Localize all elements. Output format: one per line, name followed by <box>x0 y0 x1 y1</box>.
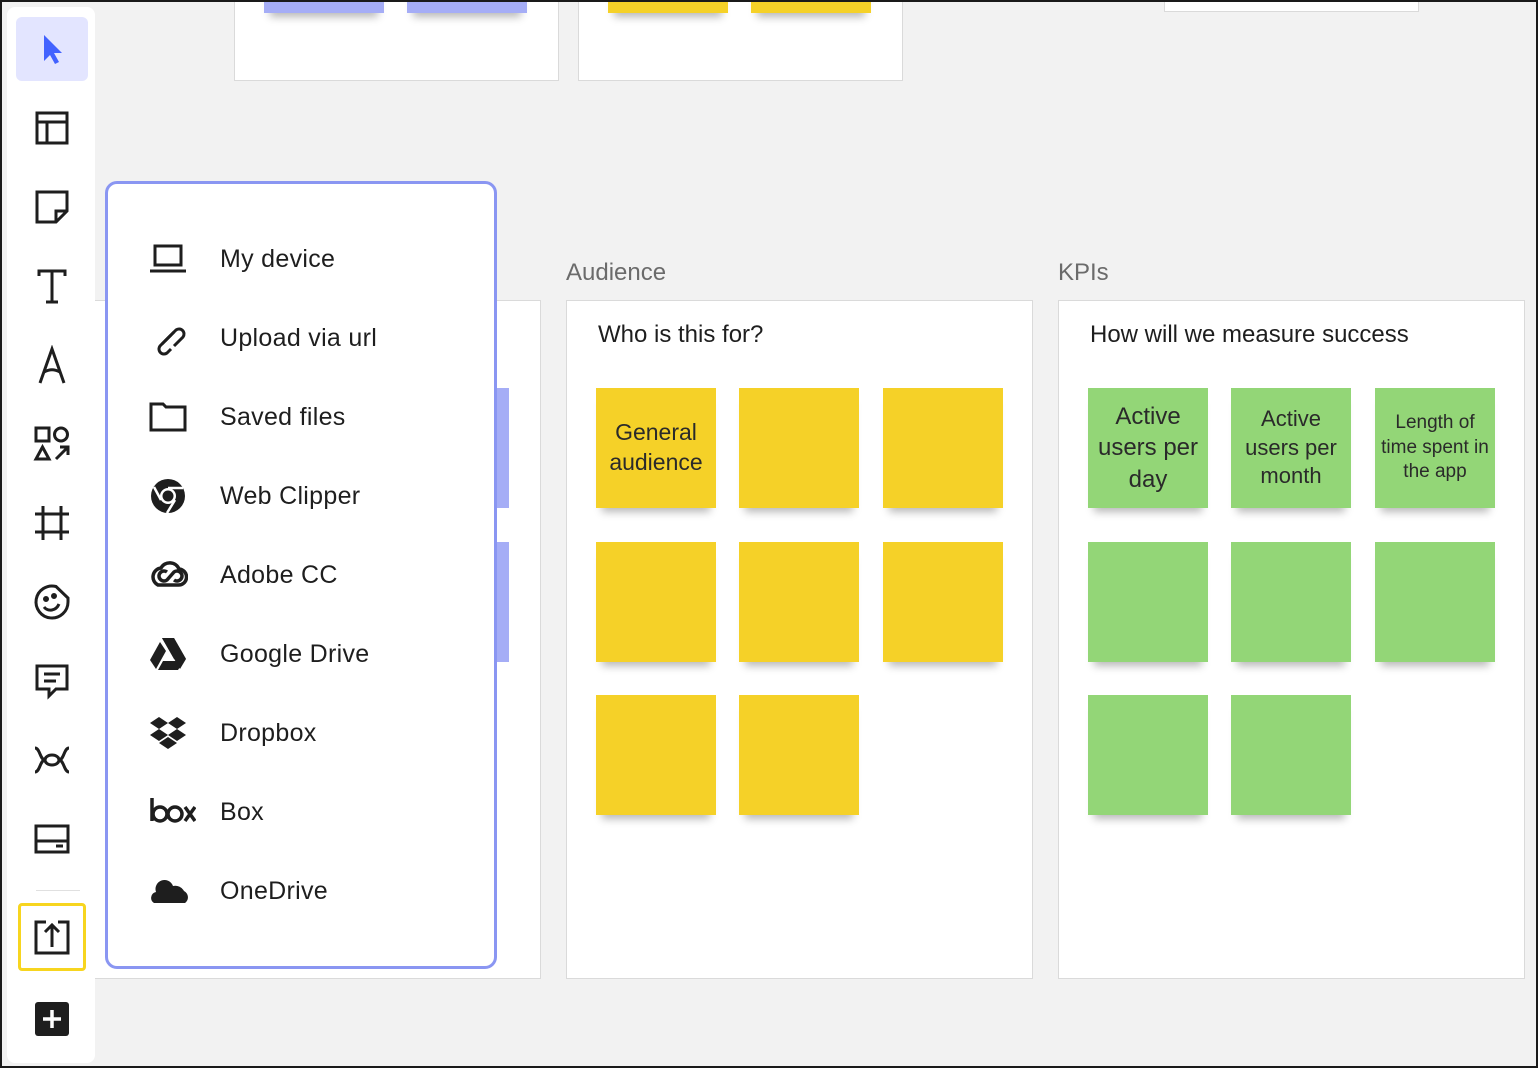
comment-icon <box>32 661 72 701</box>
sticky-note[interactable] <box>883 542 1003 662</box>
upload-option-label: Box <box>220 798 264 827</box>
left-toolbar <box>7 7 95 1063</box>
upload-option-label: Upload via url <box>220 324 377 353</box>
plus-icon <box>32 999 72 1039</box>
upload-option-url[interactable]: Upload via url <box>148 310 468 366</box>
sticky-note[interactable]: Length of time spent in the app <box>1375 388 1495 508</box>
upload-option-box[interactable]: Box <box>148 784 468 840</box>
sticky-note[interactable]: Active users per month <box>1231 388 1351 508</box>
sticky-note[interactable] <box>739 695 859 815</box>
upload-option-label: OneDrive <box>220 877 328 906</box>
sticky-note[interactable] <box>596 542 716 662</box>
sticky-note[interactable] <box>1231 695 1351 815</box>
select-tool[interactable] <box>16 17 88 81</box>
partial-sticky-purple[interactable] <box>497 542 509 662</box>
upload-option-my-device[interactable]: My device <box>148 231 468 287</box>
sticky-note-icon <box>32 187 72 227</box>
sticky-note[interactable] <box>1088 695 1208 815</box>
frame-kpis[interactable]: How will we measure success Active users… <box>1058 300 1525 979</box>
frame-tool[interactable] <box>16 491 88 555</box>
sticky-note[interactable] <box>596 695 716 815</box>
sticky-note[interactable]: General audience <box>596 388 716 508</box>
folder-icon <box>148 397 200 437</box>
card-icon <box>32 819 72 859</box>
frame-audience[interactable]: Who is this for? General audience <box>566 300 1033 979</box>
sticky-note[interactable] <box>1088 542 1208 662</box>
upload-icon <box>32 917 72 957</box>
card-tool[interactable] <box>16 807 88 871</box>
upload-option-label: Web Clipper <box>220 482 360 511</box>
upload-option-label: My device <box>220 245 335 274</box>
upload-option-web-clipper[interactable]: Web Clipper <box>148 468 468 524</box>
frame-icon <box>32 503 72 543</box>
top-frame-left[interactable] <box>234 2 559 81</box>
mindmap-tool[interactable] <box>16 728 88 792</box>
mindmap-icon <box>32 740 72 780</box>
top-right-element[interactable] <box>1164 2 1419 12</box>
frame-label-kpis: KPIs <box>1058 259 1109 287</box>
comment-tool[interactable] <box>16 649 88 713</box>
emoji-icon <box>32 582 72 622</box>
partial-sticky-purple[interactable] <box>497 388 509 508</box>
partial-sticky-yellow[interactable] <box>751 2 871 13</box>
shapes-icon <box>32 424 72 464</box>
chrome-icon <box>148 476 200 516</box>
google-drive-icon <box>148 634 200 674</box>
top-frame-right[interactable] <box>578 2 903 81</box>
upload-option-label: Google Drive <box>220 640 370 669</box>
upload-option-onedrive[interactable]: OneDrive <box>148 863 468 919</box>
box-icon <box>148 792 200 832</box>
frame-heading-kpis: How will we measure success <box>1090 321 1409 349</box>
upload-option-label: Saved files <box>220 403 346 432</box>
layout-icon <box>32 108 72 148</box>
text-icon <box>32 266 72 306</box>
upload-option-dropbox[interactable]: Dropbox <box>148 705 468 761</box>
upload-tool[interactable] <box>18 903 86 971</box>
adobe-cc-icon <box>148 555 200 595</box>
more-tools[interactable] <box>16 987 88 1051</box>
dropbox-icon <box>148 713 200 753</box>
cursor-icon <box>32 29 72 69</box>
sticky-note-tool[interactable] <box>16 175 88 239</box>
partial-sticky-yellow[interactable] <box>608 2 728 13</box>
laptop-icon <box>148 239 200 279</box>
partial-sticky-purple[interactable] <box>264 2 384 13</box>
upload-menu: My device Upload via url Saved files Web… <box>105 181 497 969</box>
upload-option-google-drive[interactable]: Google Drive <box>148 626 468 682</box>
sticky-note[interactable] <box>1375 542 1495 662</box>
pen-icon <box>32 345 72 385</box>
toolbar-divider <box>36 890 80 891</box>
onedrive-icon <box>148 871 200 911</box>
templates-tool[interactable] <box>16 96 88 160</box>
upload-option-label: Adobe CC <box>220 561 338 590</box>
upload-option-adobe-cc[interactable]: Adobe CC <box>148 547 468 603</box>
sticky-note[interactable] <box>739 388 859 508</box>
upload-option-saved-files[interactable]: Saved files <box>148 389 468 445</box>
partial-sticky-purple[interactable] <box>407 2 527 13</box>
frame-heading-audience: Who is this for? <box>598 321 763 349</box>
sticky-note[interactable] <box>883 388 1003 508</box>
upload-option-label: Dropbox <box>220 719 317 748</box>
shapes-tool[interactable] <box>16 412 88 476</box>
text-tool[interactable] <box>16 254 88 318</box>
link-icon <box>148 318 200 358</box>
sticky-note[interactable] <box>739 542 859 662</box>
pen-tool[interactable] <box>16 333 88 397</box>
frame-label-audience: Audience <box>566 259 666 287</box>
sticky-note[interactable]: Active users per day <box>1088 388 1208 508</box>
sticky-note[interactable] <box>1231 542 1351 662</box>
emoji-tool[interactable] <box>16 570 88 634</box>
